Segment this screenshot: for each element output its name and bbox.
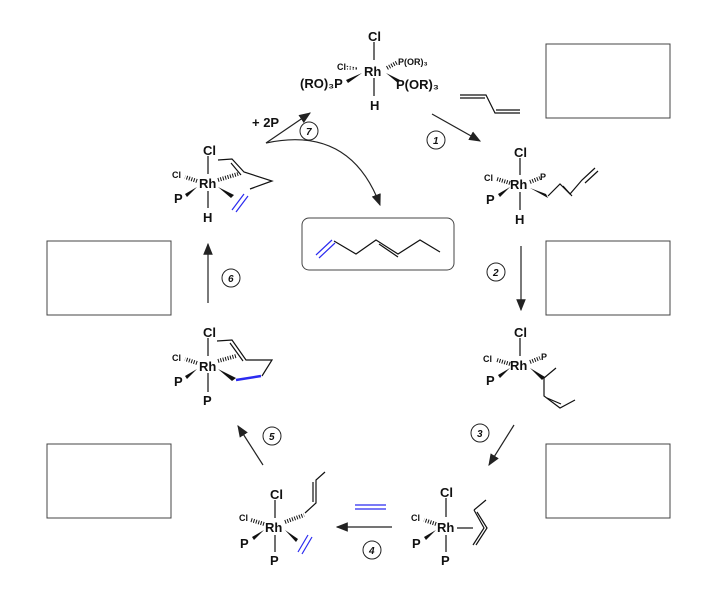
step-4-label: 4 [368,546,375,557]
step-5-badge [262,426,282,446]
product-release-arrow [265,139,381,207]
ligand-p: P [486,192,495,207]
complex-rh-hydride-phosphite: Cl Rh Cl P(OR)₃ (RO)₃P P(OR)₃ H [300,29,439,113]
complex-rh-hydride-hexadiene: Cl Rh Cl P H [172,143,274,225]
complex-rhodacycle: Cl Rh Cl P P [172,325,274,408]
ligand-cl: Cl [203,325,216,340]
metal-rh: Rh [265,520,282,535]
step-2-label: 2 [492,268,499,279]
step-1-arrow [431,113,482,142]
ligand-cl: Cl [411,513,420,523]
metal-rh: Rh [199,359,216,374]
ligand-p: P [203,393,212,408]
step-6-label: 6 [228,274,234,285]
step-6-badge [221,268,241,288]
ligand-cl: Cl [368,29,381,44]
metal-rh: Rh [199,176,216,191]
ligand-p: P [540,172,546,182]
answer-box-bottom-right[interactable] [545,443,671,519]
ligand-cl: Cl [514,145,527,160]
ligand-cl: Cl [440,485,453,500]
metal-rh: Rh [364,64,381,79]
ligand-cl: Cl [514,325,527,340]
step-7-label: 7 [306,127,312,138]
ligand-phosphite: P(OR)₃ [396,77,439,92]
answer-box-mid-right[interactable] [545,240,671,316]
metal-rh: Rh [510,177,527,192]
ligand-hydride: H [203,210,212,225]
ligand-p: P [240,536,249,551]
ligand-hydride: H [515,212,524,227]
ligand-p: P [541,352,547,362]
ligand-hydride: H [370,98,379,113]
butadiene-reagent [460,94,520,114]
ligand-cl: Cl [484,173,493,183]
ligand-cl: Cl [270,487,283,502]
ligand-p: P [441,553,450,568]
metal-rh: Rh [437,520,454,535]
answer-box-bottom-left[interactable] [46,443,172,519]
ligand-p: P [270,553,279,568]
step-7-badge [299,121,319,141]
ligand-cl: Cl [337,62,346,72]
plus-2p-label: + 2P [252,115,279,130]
ligand-phosphite: (RO)₃P [300,76,343,91]
metal-rh: Rh [510,358,527,373]
answer-box-mid-left[interactable] [46,240,172,316]
step-1-badge [426,130,446,150]
step-7-arrow [265,112,311,144]
ligand-cl: Cl [483,354,492,364]
step-5-label: 5 [269,432,275,443]
step-3-badge [470,423,490,443]
ligand-cl: Cl [172,170,181,180]
ligand-p: P [486,373,495,388]
step-2-badge [486,262,506,282]
product-hexadiene [301,217,455,271]
complex-rh-butenyl: Cl Rh Cl P P [483,325,576,409]
complex-rh-allyl: Cl Rh Cl P P [411,485,488,568]
ligand-p: P [412,536,421,551]
step-4-badge [362,540,382,560]
step-5-arrow [237,424,264,466]
complex-rh-butadiene: Cl Rh Cl P P H [484,145,599,227]
step-3-label: 3 [477,429,483,440]
ligand-cl: Cl [239,513,248,523]
step-1-label: 1 [433,136,439,147]
ligand-p: P [174,191,183,206]
answer-box-top-right[interactable] [545,43,671,119]
complex-rh-butenyl-ethylene: Cl Rh Cl P P [239,471,326,568]
ligand-cl: Cl [172,353,181,363]
ligand-cl: Cl [203,143,216,158]
ligand-p: P [174,374,183,389]
ethylene-reagent [355,504,386,510]
ligand-phosphite: P(OR)₃ [398,57,428,67]
step-3-arrow [488,424,515,467]
